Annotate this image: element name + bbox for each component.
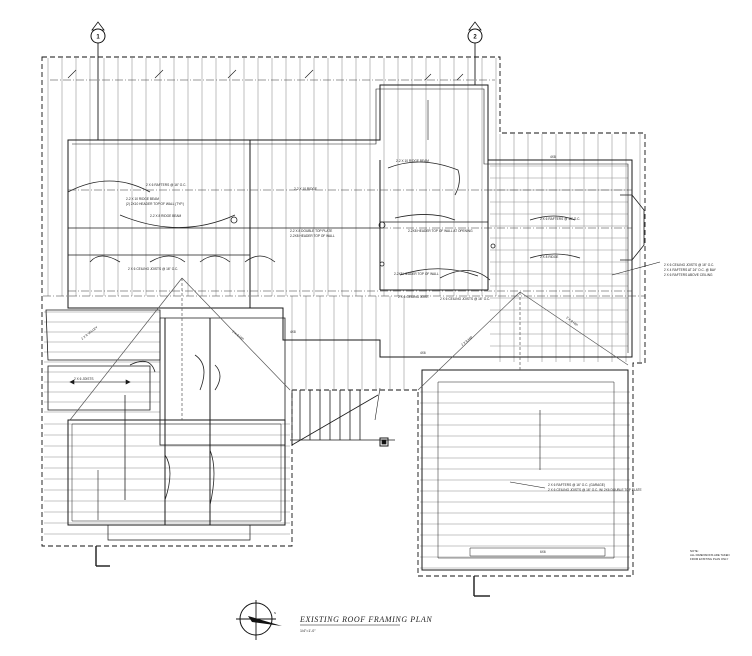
annotations: 2 X 6 RAFTERS @ 16" O.C. 2-2 X 10 RIDGE …: [74, 155, 717, 554]
label-header-center: 2-2 X 8 DOUBLE TOP PLATE: [290, 229, 332, 233]
label-valley-left: 2 X 8 VALLEY: [80, 325, 99, 341]
label-header-right-top: 2-2 X 10 RIDGE BEAM: [396, 159, 429, 163]
dim-tag-2: 4X6: [420, 351, 426, 355]
label-valley-left-2: 2 X 8 HIP: [231, 330, 244, 342]
label-bay-note: 2 X 4 RAFTERS AT 24" O.C. @ BAY: [664, 268, 717, 272]
label-garage-plate: 2 X 6 CEILING JOISTS @ 16" O.C. W/ 2X6 D…: [548, 488, 642, 492]
label-left-wing-1: 2 X 6 CEILING JOISTS @ 16" O.C.: [128, 267, 178, 271]
dim-tag-3: 4X8: [550, 155, 556, 159]
north-arrow: N: [236, 600, 282, 640]
dim-tag-1: 4X8: [290, 330, 296, 334]
note-line-2: ALL DIMENSIONS ARE TAKEN: [690, 553, 730, 557]
north-label: N: [274, 611, 276, 615]
drawing-title: EXISTING ROOF FRAMING PLAN 1/4"=1'-0": [299, 615, 432, 633]
label-bay-note-2: 2 X 6 RAFTERS ABOVE CEILING: [664, 273, 713, 277]
note-block: NOTE: ALL DIMENSIONS ARE TAKEN FROM EXIS…: [690, 549, 730, 561]
label-header-center-2: 2-2X8 HEADER TOP OF WALL: [290, 234, 335, 238]
label-wing-beam: 2 X 8 RIDGE: [540, 255, 558, 259]
grid-marker-1: 1: [90, 21, 106, 44]
leader-lines: [374, 261, 661, 489]
note-line-1: NOTE:: [690, 549, 699, 553]
label-beam-mid: 2-2 X 10 RIDGE: [294, 187, 317, 191]
label-rafters-main-left: 2 X 6 RAFTERS @ 16" O.C.: [146, 183, 186, 187]
label-beam-left: 2-2 X 10 RIDGE BEAM: [126, 197, 159, 201]
label-garage-rafters: 2 X 6 RAFTERS @ 16" O.C. (GARAGE): [548, 483, 605, 487]
label-header-right-mid: 2-2X8 HEADER TOP OF WALL AT OPENING: [408, 229, 473, 233]
swing-arcs: [67, 161, 581, 506]
label-left-wing-2: 2 X 6 CEILING JOISTS @ 16" O.C.: [440, 297, 490, 301]
hip-roofs: [69, 277, 629, 421]
rafter-lines: [44, 58, 641, 569]
wall-outlines: [45, 40, 645, 597]
label-beam-center: 2-2 X 8 RIDGE BEAM: [150, 214, 182, 218]
label-vent: 2 X 6 CEILING JOIST: [398, 295, 429, 299]
dim-tag-4: 6X6: [540, 550, 546, 554]
label-header-right-low: 2-2X8 HEADER TOP OF WALL: [394, 272, 439, 276]
porch-deck: [290, 390, 395, 447]
dimension-tags: [67, 69, 541, 520]
grid-marker-1-label: 1: [96, 35, 100, 41]
label-header-left: (2) 2X10 HEADER TOP OF WALL (TYP.): [126, 202, 184, 206]
label-porch: 2 X 6 JOISTS: [74, 377, 94, 381]
label-valley-right-2: 2 X 8 HIP: [565, 316, 578, 328]
label-rafters-main-right: 2 X 6 RAFTERS @ 16" O.C.: [540, 217, 580, 221]
note-line-3: FROM EXISTING PLAN ONLY: [690, 557, 728, 561]
grid-marker-2-label: 2: [473, 35, 477, 41]
grid-marker-2: 2: [467, 21, 483, 44]
label-ceiling-right: 2 X 6 CEILING JOISTS @ 16" O.C.: [664, 263, 714, 267]
roof-outline: [41, 56, 646, 577]
label-valley-right: 2 X 8 HIP: [460, 335, 473, 347]
ridge-lines: [43, 79, 645, 297]
title-text: EXISTING ROOF FRAMING PLAN: [299, 615, 432, 624]
scale-text: 1/4"=1'-0": [300, 629, 316, 633]
